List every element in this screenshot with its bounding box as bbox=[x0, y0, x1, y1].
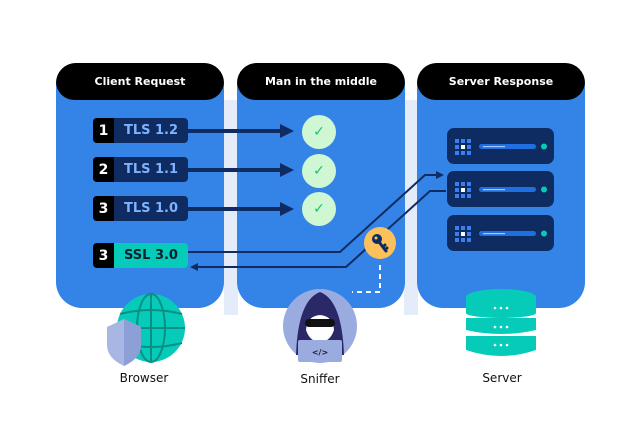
arrowhead bbox=[280, 124, 294, 138]
server-rack-icon bbox=[455, 139, 547, 155]
server-caption: Server bbox=[482, 371, 522, 385]
protocol-label: SSL 3.0 bbox=[124, 248, 178, 263]
dashed-connector bbox=[352, 265, 381, 293]
code-glyph: </> bbox=[312, 348, 328, 357]
server-response-panel: Server Response bbox=[417, 63, 585, 308]
arrowhead bbox=[436, 171, 444, 179]
server-response-header: Server Response bbox=[417, 63, 585, 100]
request-number: 3 bbox=[93, 243, 114, 268]
server-rack-icon bbox=[455, 226, 547, 242]
database-dots bbox=[493, 306, 509, 347]
tls-request-2: 2 TLS 1.1 bbox=[93, 157, 188, 182]
tls-request-1: 1 TLS 1.2 bbox=[93, 118, 188, 143]
arrowhead bbox=[280, 202, 294, 216]
check-icon: ✓ bbox=[302, 154, 336, 188]
arrow-server-to-client bbox=[196, 190, 446, 268]
protocol-label: TLS 1.1 bbox=[123, 162, 179, 177]
protocol-label: TLS 1.2 bbox=[123, 123, 179, 138]
man-in-the-middle-header: Man in the middle bbox=[237, 63, 405, 100]
server-rack-icon bbox=[455, 182, 547, 198]
sniffer-caption: Sniffer bbox=[300, 372, 340, 386]
arrowhead bbox=[280, 163, 294, 177]
key-icon bbox=[364, 227, 396, 259]
database-icon bbox=[466, 289, 536, 356]
arrowhead bbox=[190, 263, 198, 271]
shield-icon bbox=[107, 319, 141, 366]
server-rack-3 bbox=[447, 215, 554, 251]
ssl-request: 3 SSL 3.0 bbox=[93, 243, 188, 268]
hacker-avatar-icon bbox=[283, 289, 357, 363]
server-rack-1 bbox=[447, 128, 554, 164]
check-icon: ✓ bbox=[302, 192, 336, 226]
protocol-label: TLS 1.0 bbox=[123, 201, 179, 216]
server-rack-2 bbox=[447, 171, 554, 207]
browser-caption: Browser bbox=[119, 371, 169, 385]
request-number: 3 bbox=[93, 196, 114, 221]
arrow-ssl-to-server bbox=[188, 174, 437, 253]
client-request-header: Client Request bbox=[56, 63, 224, 100]
request-number: 1 bbox=[93, 118, 114, 143]
check-icon: ✓ bbox=[302, 115, 336, 149]
request-number: 2 bbox=[93, 157, 114, 182]
tls-request-3: 3 TLS 1.0 bbox=[93, 196, 188, 221]
